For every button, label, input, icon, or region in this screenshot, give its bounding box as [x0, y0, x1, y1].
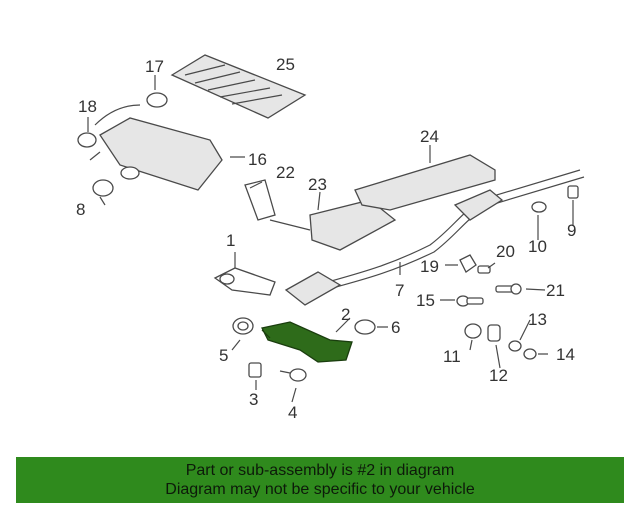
callout-25: 25 [276, 55, 295, 74]
part-14-nut[interactable] [523, 348, 537, 360]
callout-20: 20 [496, 242, 515, 261]
callout-5: 5 [219, 346, 228, 365]
info-banner: Part or sub-assembly is #2 in diagram Di… [16, 457, 624, 503]
callout-8: 8 [76, 200, 85, 219]
callout-9: 9 [567, 221, 576, 240]
part-12-sleeve[interactable] [487, 324, 501, 342]
part-9-stud[interactable] [567, 185, 579, 199]
part-25-heat-shield[interactable] [170, 54, 307, 119]
part-19-hanger[interactable] [459, 254, 477, 273]
callout-numbers: 17 25 18 24 16 22 23 8 10 9 1 20 19 21 7… [76, 55, 576, 422]
callout-17: 17 [145, 57, 164, 76]
callout-22: 22 [276, 163, 295, 182]
leader-lines [87, 75, 574, 403]
callout-14: 14 [556, 345, 575, 364]
part-17-clamp[interactable] [146, 92, 168, 108]
part-13-washer[interactable] [508, 340, 522, 352]
part-4-bolt[interactable] [279, 368, 307, 382]
banner-line-2: Diagram may not be specific to your vehi… [165, 481, 475, 498]
callout-23: 23 [308, 175, 327, 194]
callout-16: 16 [248, 150, 267, 169]
part-21-bolt[interactable] [495, 283, 522, 295]
callout-7: 7 [395, 281, 404, 300]
part-10-bolt[interactable] [531, 201, 547, 213]
part-15-bolt[interactable] [456, 295, 484, 307]
callout-10: 10 [528, 237, 547, 256]
callout-1: 1 [226, 231, 235, 250]
part-2-catalytic-converter[interactable] [261, 321, 353, 363]
callout-11: 11 [443, 347, 461, 366]
callout-19: 19 [420, 257, 439, 276]
callout-21: 21 [546, 281, 565, 300]
part-23-resonator[interactable] [269, 199, 397, 251]
part-22-bracket[interactable] [244, 179, 276, 221]
callout-15: 15 [416, 291, 435, 310]
banner-line-1: Part or sub-assembly is #2 in diagram [185, 462, 455, 479]
part-8-gasket[interactable] [92, 179, 114, 197]
part-3-stud[interactable] [248, 362, 262, 378]
part-16-muffler[interactable] [89, 104, 223, 191]
exhaust-parts-diagram: 17 25 18 24 16 22 23 8 10 9 1 20 19 21 7… [76, 54, 585, 422]
callout-6: 6 [391, 318, 400, 337]
callout-18: 18 [78, 97, 97, 116]
part-18-hanger[interactable] [77, 132, 97, 148]
callout-13: 13 [528, 310, 547, 329]
part-1-flange[interactable] [213, 267, 276, 296]
part-7-intermediate-pipe[interactable] [284, 169, 585, 306]
part-24-heat-shield[interactable] [354, 154, 496, 211]
part-5-gasket[interactable] [232, 317, 254, 335]
callout-4: 4 [288, 403, 297, 422]
callout-12: 12 [489, 366, 508, 385]
callout-24: 24 [420, 127, 439, 146]
callout-3: 3 [249, 390, 258, 409]
part-6-gasket[interactable] [354, 319, 376, 335]
callout-2: 2 [341, 305, 350, 324]
part-11-hanger[interactable] [464, 323, 482, 339]
part-20-stud[interactable] [477, 265, 491, 274]
